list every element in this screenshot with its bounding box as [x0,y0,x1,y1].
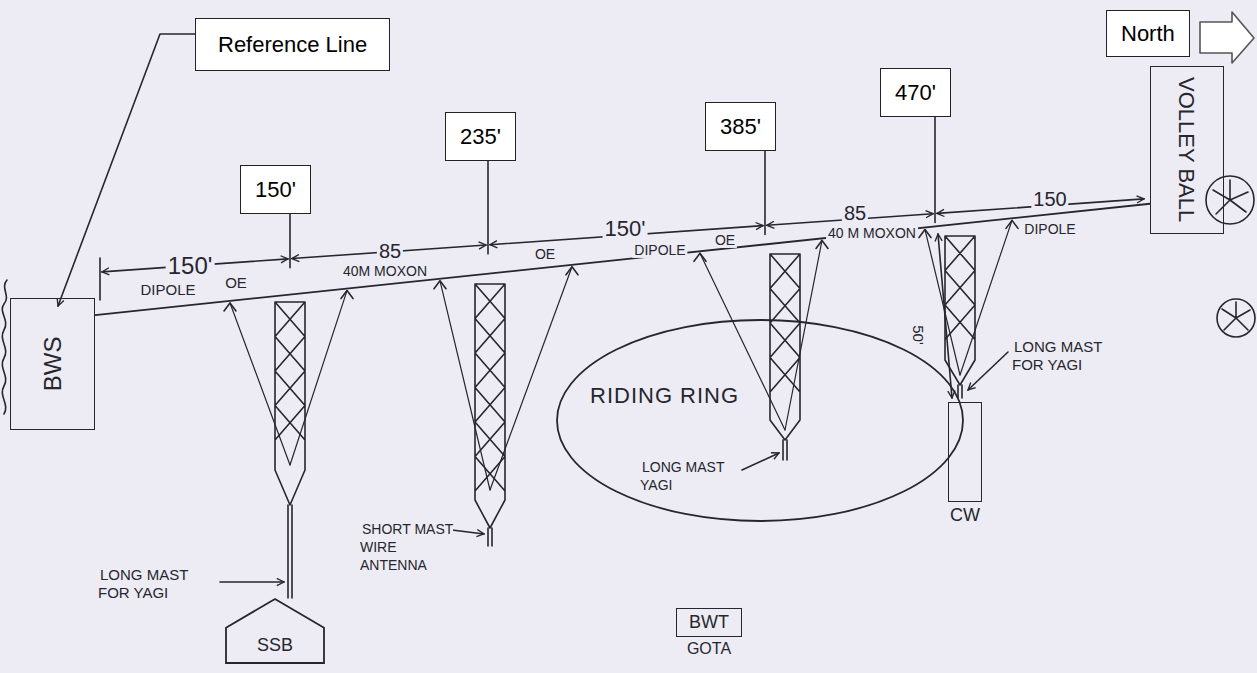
guy-wire [925,230,960,375]
box-text: North [1121,21,1175,46]
label-holder: 150' [166,252,215,280]
box-text: 235' [460,124,501,149]
shed-outline [948,402,982,502]
dimension-tick [99,258,101,300]
lattice-tower [275,302,305,598]
wire-end-mark [919,230,931,238]
label-holder: OE [713,232,737,248]
station-box: BWT GOTA [676,608,742,658]
vertical-text: VOLLEY BALL [1174,77,1199,222]
wire-end-mark [1006,220,1018,228]
clock-symbol [1217,299,1255,337]
antenna-label: DIPOLE [1022,221,1077,237]
label-holder: DIPOLE [1022,221,1077,237]
tent-outline [226,599,324,663]
label-holder: OE [223,274,249,291]
wire-end-mark [566,267,578,275]
label-holder: LONG MAST YAGI [640,458,740,494]
vertical-text: BWS [39,337,67,392]
label-holder: 40M MOXON [341,263,429,279]
reference-line [95,204,1150,315]
mast-note: LONG MAST FOR YAGI [98,566,188,601]
wire-end-mark [434,281,446,289]
label-holder: 150' [603,216,648,241]
wire-end-mark [224,303,236,311]
dimension-text: 150 [1031,188,1068,211]
mast-note: LONG MAST YAGI [640,459,724,493]
bush-sketch [2,280,7,414]
label-holder: DIPOLE [632,242,687,258]
height-text: 50' [909,323,926,347]
area-name: RIDING RING [590,383,739,408]
shed-box: CW [948,402,982,526]
box-text: 385' [720,114,761,139]
station-name: SSB [257,635,293,656]
court-box: VOLLEY BALL [1150,66,1224,234]
label-holder: LONG MAST FOR YAGI [98,566,216,602]
label-holder: 85 [842,202,868,225]
station-name: BWT [689,612,729,633]
ring-outline [555,318,965,523]
guy-wire [490,267,572,490]
guy-wire [785,240,822,430]
antenna-label: 40M MOXON [341,263,429,279]
dimension-text: 85 [842,202,868,225]
label-holder: 85 [377,240,403,263]
antenna-label: 40 M MOXON [826,225,918,241]
box-outline: BWT [676,608,742,637]
antenna-label: DIPOLE [138,281,197,298]
riding-ring: RIDING RING [555,318,965,523]
box-text: 470' [895,80,936,105]
label-holder: 40 M MOXON [826,225,918,241]
distance-box: 150' [240,165,311,214]
tent-shape: SSB [225,598,325,664]
distance-box: 470' [880,68,951,117]
clock-symbol [1206,176,1254,224]
wire-end-mark [341,291,353,299]
antenna-label: DIPOLE [632,242,687,258]
label-holder: SHORT MAST WIRE ANTENNA [360,520,460,574]
label-holder: OE [533,246,557,262]
mast-note: LONG MAST FOR YAGI [1012,338,1102,373]
leader-arrow [220,581,284,583]
dimension-text: 150' [603,216,648,241]
distance-box: 235' [445,112,516,161]
guy-wire [440,281,490,490]
station-name: CW [950,505,980,526]
guy-wire [960,220,1012,375]
antenna-label: OE [713,232,737,248]
guy-wire [290,291,347,465]
dimension-text: 85 [377,240,403,263]
distance-box: 385' [705,102,776,151]
label-holder: DIPOLE [138,281,197,298]
leader-arrow [452,530,484,534]
label-holder: 150 [1031,188,1068,211]
dimension-text: 150' [166,252,215,280]
box-text: 150' [255,177,296,202]
leader-arrow [968,352,1008,390]
antenna-label: OE [533,246,557,262]
north-arrow [1200,12,1254,63]
label-holder: LONG MAST FOR YAGI [1012,338,1130,374]
lattice-tower [475,284,505,546]
box-text: Reference Line [218,32,367,57]
building-box: BWS [10,298,95,430]
wire-end-mark [694,253,706,261]
station-subtitle: GOTA [687,640,731,658]
antenna-label: OE [223,274,249,291]
compass-label: North [1106,10,1190,57]
mast-note: SHORT MAST WIRE ANTENNA [360,521,453,573]
guy-wire [230,303,290,465]
leader-arrow [742,453,779,470]
wire-end-mark [816,240,828,248]
ring-outline [557,320,963,521]
callout-box: Reference Line [195,18,390,71]
label-holder: 50' [909,323,926,347]
